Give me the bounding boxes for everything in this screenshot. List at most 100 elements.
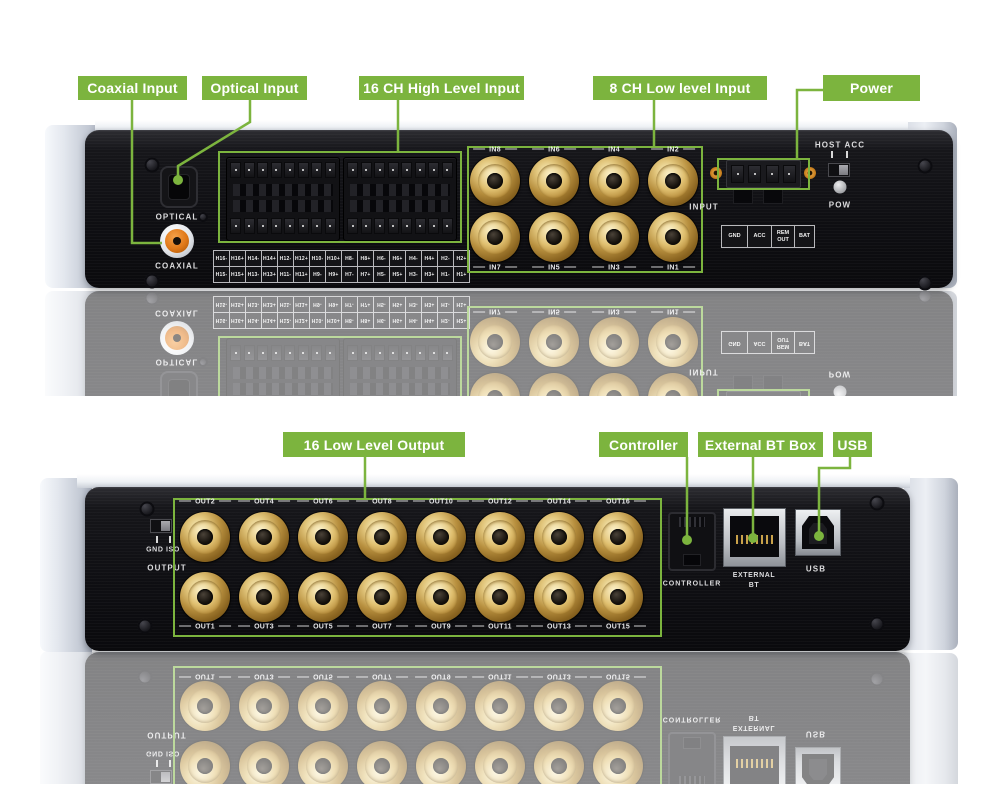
usb-port-label: USB: [805, 564, 827, 574]
connector-pin: [441, 218, 453, 234]
hl-table-cell: H15+: [230, 267, 245, 282]
hl-table-cell: H14-: [246, 251, 261, 266]
hl-table-cell: H11-: [278, 267, 293, 282]
output-jack-label: OUT8: [352, 499, 412, 506]
hl-table-cell: H8-: [342, 251, 357, 266]
screw: [917, 275, 933, 291]
coaxial-input-port: [160, 224, 194, 258]
chassis-top-edge: [95, 120, 908, 133]
rca-output-jack: [298, 512, 348, 562]
coaxial-port-label: COAXIAL: [155, 261, 199, 271]
rca-output-jack: [475, 512, 525, 562]
controller-port-label: CONTROLLER: [662, 580, 722, 588]
connector-pin: [284, 162, 296, 178]
screw: [139, 501, 155, 517]
input-section-label: INPUT: [689, 202, 719, 212]
hl-table-cell: H10+: [326, 251, 341, 266]
left-end-cap: [40, 478, 92, 652]
gnd-iso-label: GND ISO: [146, 546, 180, 554]
rca-output-jack: [239, 572, 289, 622]
connector-pin: [230, 218, 241, 234]
output-jack-label: OUT11: [468, 624, 532, 631]
rca-output-jack: [239, 512, 289, 562]
connector-pin: [414, 162, 426, 178]
output-section-label: OUTPUT: [147, 563, 187, 573]
output-jack-label: OUT16: [586, 499, 650, 506]
input-jack-label: IN7: [469, 265, 521, 272]
low-level-input-callout: 8 CH Low level Input: [593, 76, 767, 100]
power-led: [833, 180, 847, 194]
hl-table-cell: H16+: [230, 251, 245, 266]
external-bt-port-label: EXTERNAL BT: [732, 571, 776, 589]
screw: [137, 618, 153, 634]
rca-output-jack: [416, 512, 466, 562]
rca-output-jack: [593, 572, 643, 622]
input-jack-label: IN8: [469, 147, 521, 154]
low-level-input-outline: [467, 146, 703, 273]
input-jack-label: IN4: [588, 147, 640, 154]
power-callout: Power: [823, 75, 920, 101]
connector-pin: [284, 218, 296, 234]
connector-pin: [324, 218, 336, 234]
rca-input-jack: [470, 212, 520, 262]
power-tab: [733, 188, 753, 204]
rca-input-jack: [589, 156, 639, 206]
connector-pin: [297, 218, 309, 234]
hl-table-cell: H10-: [310, 251, 325, 266]
hl-table-cell: H4-: [406, 251, 421, 266]
switch-tick: [846, 151, 848, 158]
connector-pin: [243, 218, 255, 234]
connector-pin: [311, 218, 323, 234]
hl-table-cell: H12+: [294, 251, 309, 266]
optical-input-port: [160, 166, 198, 208]
hl-table-cell: H6+: [390, 251, 405, 266]
external-bt-port: [723, 508, 786, 567]
connector-pin: [374, 162, 386, 178]
connector-pin: [401, 162, 413, 178]
power-tab: [763, 188, 783, 204]
low-level-output-outline: [173, 498, 662, 637]
hl-table-cell: H16-: [214, 251, 229, 266]
hl-table-cell: H6-: [374, 251, 389, 266]
hl-table-cell: H7+: [358, 267, 373, 282]
input-jack-label: IN5: [528, 265, 580, 272]
hl-table-cell: H5-: [374, 267, 389, 282]
rca-output-jack: [593, 512, 643, 562]
input-jack-label: IN2: [647, 147, 699, 154]
connector-pin: [324, 162, 336, 178]
hl-table-cell: H7-: [342, 267, 357, 282]
power-pin: [748, 165, 762, 183]
switch-tick: [156, 536, 158, 543]
hl-table-cell: H4+: [422, 251, 437, 266]
host-acc-label: HOST ACC: [814, 140, 866, 150]
rca-output-jack: [180, 572, 230, 622]
rca-input-jack: [589, 212, 639, 262]
screw: [144, 273, 160, 289]
rca-input-jack: [470, 156, 520, 206]
hl-table-cell: H14+: [262, 251, 277, 266]
rca-output-jack: [416, 572, 466, 622]
connector-pin: [401, 218, 413, 234]
top-device-reflection: OPTICAL COAXIAL H16-H16+H14-H14+H12-H12+…: [45, 291, 957, 396]
power-table-cell: REM OUT: [772, 226, 794, 247]
screw: [869, 616, 885, 632]
output-jack-label: OUT13: [527, 624, 591, 631]
power-pin: [782, 165, 796, 183]
rca-input-jack: [529, 156, 579, 206]
pow-label: POW: [828, 200, 852, 210]
hl-table-cell: H2-: [438, 251, 453, 266]
rca-output-jack: [180, 512, 230, 562]
hl-table-cell: H5+: [390, 267, 405, 282]
power-table-cell: GND: [722, 226, 747, 247]
hl-table-cell: H15-: [214, 267, 229, 282]
connector-pin: [360, 162, 372, 178]
connector-pin: [428, 218, 440, 234]
bottom-device-reflection: GND ISO OUTPUT OUT2OUT4OUT6OUT8OUT10OUT1…: [40, 652, 958, 784]
high-level-connector-right: [343, 157, 457, 241]
power-mount-hole: [710, 167, 722, 179]
output-jack-label: OUT15: [586, 624, 650, 631]
connector-pin: [374, 218, 386, 234]
output-jack-label: OUT12: [468, 499, 532, 506]
